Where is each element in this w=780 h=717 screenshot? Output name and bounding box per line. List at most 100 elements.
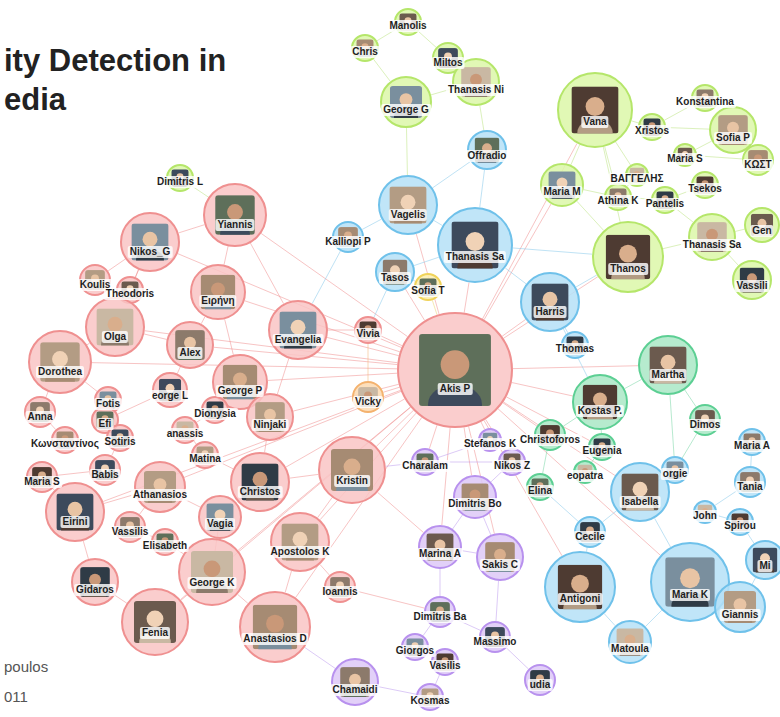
friendship-link	[601, 430, 602, 433]
friendship-link	[238, 594, 248, 603]
node-name: eorge L	[150, 390, 190, 402]
node-name: Eugenia	[581, 445, 624, 457]
profile-node: ΒΑΓΓΕΛΗΣ	[625, 163, 649, 187]
node-name: George P	[216, 385, 264, 397]
profile-node: Antigoni	[544, 551, 616, 623]
node-name: Thanos	[608, 263, 648, 275]
node-name: Chamaidi	[330, 684, 379, 696]
profile-node: Dorothea	[28, 330, 92, 394]
profile-node: Vassili	[732, 260, 772, 300]
friendship-link	[543, 451, 547, 474]
node-name: udia	[528, 679, 553, 691]
node-name: Thomas	[554, 343, 596, 355]
friendship-link	[144, 334, 166, 339]
node-name: Tasos	[379, 272, 411, 284]
profile-node: Manolis	[394, 8, 422, 36]
friendship-link	[496, 581, 499, 621]
node-circle	[121, 588, 189, 656]
node-name: Kosmas	[409, 695, 452, 707]
node-circle	[378, 175, 438, 235]
profile-node: Athanasios	[134, 461, 186, 513]
profile-node: Fotis	[94, 386, 122, 414]
node-name: Tsekos	[686, 183, 724, 195]
friendship-link	[201, 317, 205, 324]
node-name: Eirini	[60, 516, 89, 528]
node-name: Nikos Z	[492, 460, 532, 472]
node-name: Charalam	[400, 460, 450, 472]
node-name: Offradio	[466, 150, 509, 162]
friendship-link	[296, 418, 422, 598]
profile-node: Akis P	[397, 312, 513, 428]
slide-title: ity Detection in edia	[4, 42, 254, 120]
friendship-link	[181, 594, 187, 599]
profile-node: Tania	[734, 466, 766, 498]
node-circle	[85, 297, 145, 357]
friendship-link	[373, 59, 390, 81]
friendship-link	[432, 300, 437, 315]
friendship-link	[58, 472, 89, 475]
node-name: Matoula	[609, 643, 651, 655]
node-circle	[453, 475, 497, 519]
profile-node: Maria S	[26, 461, 58, 493]
profile-node: eopatra	[573, 460, 597, 484]
friendship-link	[513, 248, 592, 254]
friendship-link	[328, 330, 354, 331]
node-name: Thanasis Ni	[446, 84, 506, 96]
node-name: Vicky	[353, 396, 383, 408]
node-circle	[418, 525, 462, 569]
friendship-link	[507, 648, 529, 669]
node-name: Theodoris	[104, 288, 156, 300]
profile-node: Ninjaki	[246, 393, 294, 441]
node-name: Maria S	[22, 476, 62, 488]
friendship-link	[481, 422, 485, 429]
friendship-link	[423, 625, 431, 636]
node-name: Matina	[187, 453, 223, 465]
node-circle	[45, 482, 105, 542]
profile-node: Kristin	[318, 436, 386, 504]
profile-node: Matoula	[608, 620, 652, 664]
node-name: Vassili	[734, 280, 769, 292]
node-name: Maria K	[670, 589, 710, 601]
profile-node: Giannis	[714, 581, 766, 633]
node-name: ΒΑΓΓΕΛΗΣ	[608, 173, 665, 185]
node-name: Evangelia	[273, 334, 324, 346]
node-name: Athina K	[595, 195, 640, 207]
node-circle	[540, 163, 584, 207]
node-name: Chris	[350, 46, 380, 58]
friendship-link	[436, 675, 440, 684]
profile-node: Elisabeth	[151, 528, 179, 556]
node-name: Thanasis Sa	[681, 239, 743, 251]
profile-node: Stefanos K	[478, 428, 502, 452]
node-name: Babis	[89, 469, 120, 481]
node-name: Ninjaki	[252, 419, 289, 431]
friendship-link	[616, 142, 631, 165]
friendship-link	[604, 614, 615, 626]
friendship-link	[140, 508, 145, 514]
node-circle	[592, 221, 664, 293]
node-name: George G	[381, 104, 431, 116]
profile-node: Ειρήνη	[190, 264, 246, 320]
friendship-link	[290, 474, 319, 478]
friendship-link	[666, 128, 709, 130]
node-name: John	[691, 510, 719, 522]
friendship-link	[502, 319, 525, 336]
friendship-link	[480, 106, 484, 131]
node-name: Vasilis	[427, 660, 462, 672]
friendship-link	[413, 280, 415, 282]
friendship-link	[268, 373, 397, 380]
friendship-link	[505, 268, 526, 284]
node-circle	[544, 551, 616, 623]
node-name: orgie	[661, 468, 689, 480]
friendship-link	[550, 496, 578, 521]
node-name: Tania	[735, 481, 764, 493]
profile-node: Olga	[85, 297, 145, 357]
node-name: Marina A	[417, 548, 463, 560]
friendship-link	[374, 290, 387, 317]
node-circle	[714, 581, 766, 633]
profile-node: Vicky	[352, 381, 384, 413]
node-name: Christos	[238, 486, 283, 498]
node-name: eopatra	[565, 470, 605, 482]
node-name: Dimos	[688, 419, 723, 431]
profile-node: John	[693, 500, 717, 524]
node-name: Gen	[750, 225, 773, 237]
